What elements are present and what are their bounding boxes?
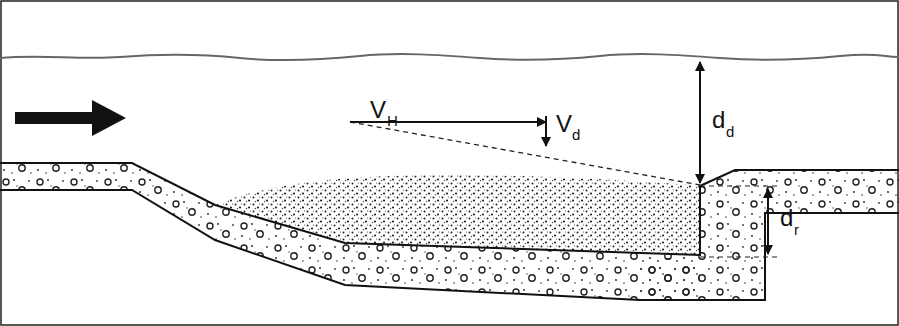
gravel-block (640, 258, 765, 300)
dimension-label: d (712, 108, 725, 132)
flow-arrow (15, 100, 126, 136)
velocity-label: V (370, 98, 386, 122)
subscript: r (794, 222, 799, 237)
dimension-arrow (767, 189, 769, 254)
settling-path (350, 122, 700, 185)
bed-outline (0, 190, 899, 300)
subscript: H (387, 113, 398, 128)
subscript: d (726, 124, 734, 139)
dimension-arrow (699, 62, 701, 183)
extension-line (700, 185, 780, 186)
velocity-arrow (545, 116, 547, 146)
dimension-label: d (780, 206, 793, 230)
velocity-label: V (556, 112, 572, 136)
gravel-layer (0, 163, 700, 300)
water-surface (0, 54, 899, 60)
sediment-deposit (215, 175, 700, 255)
extension-line (700, 256, 780, 257)
subscript: d (572, 127, 580, 142)
